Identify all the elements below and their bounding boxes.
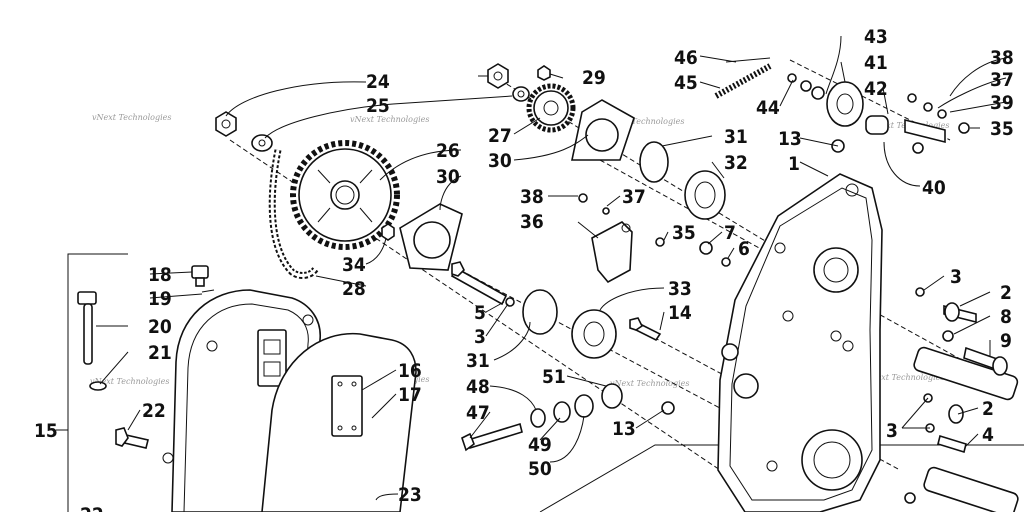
callout-41: 41 xyxy=(864,52,888,74)
callout-19: 19 xyxy=(148,288,172,310)
watermark: vNext Technologies xyxy=(350,115,429,124)
callout-46: 46 xyxy=(674,47,698,69)
callout-39: 39 xyxy=(990,92,1014,114)
callout-9: 9 xyxy=(1000,330,1012,352)
callout-22: 22 xyxy=(80,504,104,512)
dipstick-plug xyxy=(77,265,215,449)
callout-15: 15 xyxy=(34,420,58,442)
callout-43: 43 xyxy=(864,26,888,48)
callout-49: 49 xyxy=(528,434,552,456)
bolts xyxy=(904,287,1008,504)
callout-24: 24 xyxy=(366,71,390,93)
callout-3: 3 xyxy=(950,266,962,288)
tension-spring xyxy=(714,57,825,100)
callout-3: 3 xyxy=(886,420,898,442)
watermark: vNext Technologies xyxy=(865,373,944,382)
callout-47: 47 xyxy=(466,402,490,424)
callout-37: 37 xyxy=(990,69,1014,91)
large-sprocket xyxy=(290,140,400,250)
nuts-washers xyxy=(215,63,551,241)
callout-27: 27 xyxy=(488,125,512,147)
callout-30: 30 xyxy=(488,150,512,172)
callout-40: 40 xyxy=(922,177,946,199)
callout-26: 26 xyxy=(436,140,460,162)
callout-25: 25 xyxy=(366,95,390,117)
callout-48: 48 xyxy=(466,376,490,398)
callout-37: 37 xyxy=(622,186,646,208)
callout-38: 38 xyxy=(520,186,544,208)
callout-31: 31 xyxy=(724,126,748,148)
callout-3: 3 xyxy=(474,326,486,348)
callout-29: 29 xyxy=(582,67,606,89)
callout-44: 44 xyxy=(756,97,780,119)
adjuster-bolt xyxy=(461,383,623,452)
callout-35: 35 xyxy=(990,118,1014,140)
callout-42: 42 xyxy=(864,78,888,100)
callout-18: 18 xyxy=(148,264,172,286)
callout-17: 17 xyxy=(398,384,422,406)
callout-36: 36 xyxy=(520,211,544,233)
output-shafts xyxy=(913,346,1019,512)
callout-28: 28 xyxy=(342,278,366,300)
callout-6: 6 xyxy=(738,238,750,260)
callout-20: 20 xyxy=(148,316,172,338)
callout-1: 1 xyxy=(788,153,800,175)
main-housing xyxy=(717,173,883,512)
chain-cover xyxy=(162,289,417,512)
tensioner-bracket xyxy=(578,193,665,284)
callout-13: 13 xyxy=(612,418,636,440)
callout-50: 50 xyxy=(528,458,552,480)
callout-2: 2 xyxy=(982,398,994,420)
idler-roller xyxy=(826,81,970,154)
callout-45: 45 xyxy=(674,72,698,94)
callout-51: 51 xyxy=(542,366,566,388)
callout-14: 14 xyxy=(668,302,692,324)
bearing-plates xyxy=(399,99,635,271)
callout-7: 7 xyxy=(724,222,736,244)
callout-8: 8 xyxy=(1000,306,1012,328)
callout-21: 21 xyxy=(148,342,172,364)
callout-30: 30 xyxy=(436,166,460,188)
callout-labels: 24 25 29 27 30 26 30 34 28 46 45 44 43 4… xyxy=(34,26,1014,512)
watermark: vNext Technologies xyxy=(90,377,169,386)
callout-31: 31 xyxy=(466,350,490,372)
callout-16: 16 xyxy=(398,360,422,382)
callout-23: 23 xyxy=(398,484,422,506)
callout-33: 33 xyxy=(668,278,692,300)
watermark: vNext Technologies xyxy=(92,113,171,122)
bearings-seals xyxy=(522,141,726,359)
watermark: vNext Technologies xyxy=(605,117,684,126)
callout-32: 32 xyxy=(724,152,748,174)
callout-13: 13 xyxy=(778,128,802,150)
callout-22: 22 xyxy=(142,400,166,422)
drive-chain xyxy=(268,149,320,279)
callout-35: 35 xyxy=(672,222,696,244)
callout-4: 4 xyxy=(982,424,994,446)
callout-34: 34 xyxy=(342,254,366,276)
callout-2: 2 xyxy=(1000,282,1012,304)
callout-5: 5 xyxy=(474,302,486,324)
callout-38: 38 xyxy=(990,47,1014,69)
center-bolts xyxy=(450,139,845,415)
leader-lines xyxy=(96,35,1007,501)
group-bracket xyxy=(56,253,1024,512)
small-sprocket xyxy=(526,83,576,133)
watermark: vNext Technologies xyxy=(610,379,689,388)
